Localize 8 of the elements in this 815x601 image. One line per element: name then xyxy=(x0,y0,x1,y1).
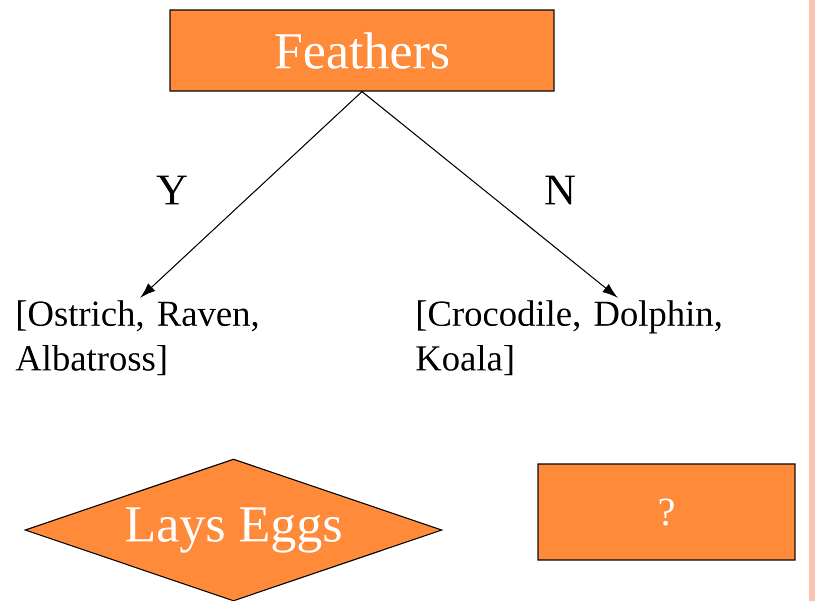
process-box: Feathers xyxy=(169,9,555,92)
leaf-text: [Crocodile, Dolphin, Koala] xyxy=(416,300,721,376)
edge-label: N xyxy=(542,174,578,206)
arrow xyxy=(362,91,616,297)
edge-label: Y xyxy=(154,174,190,206)
arrow xyxy=(141,91,362,297)
process-box: ? xyxy=(537,463,796,561)
leaf-text: [Ostrich, Raven, Albatross] xyxy=(16,300,258,376)
